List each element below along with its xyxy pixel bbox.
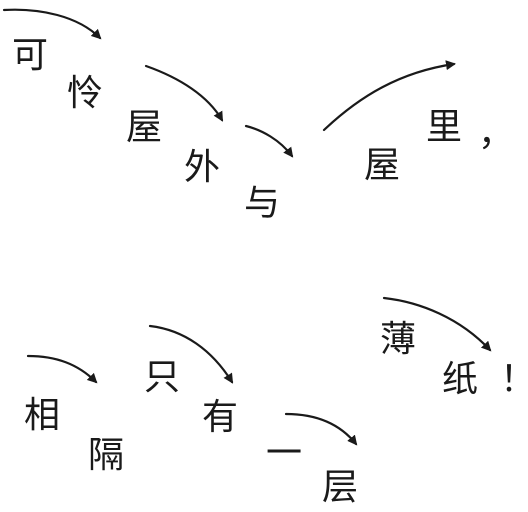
char-yu: 与: [244, 183, 281, 224]
char-ceng: 层: [322, 467, 359, 508]
arrow-6: [26, 354, 98, 384]
char-wai: 外: [184, 147, 221, 188]
char-comma: ，: [478, 113, 515, 154]
char-ge: 隔: [88, 435, 125, 476]
char-yi: 一: [266, 433, 303, 474]
char-exclaim: ！: [500, 362, 528, 398]
char-xiang: 相: [24, 395, 61, 436]
char-lian: 怜: [67, 73, 104, 114]
char-bao: 薄: [380, 319, 417, 360]
arrow-1: [2, 8, 102, 40]
arrow-7: [148, 324, 234, 384]
arrow-3: [244, 124, 294, 158]
arrow-4: [322, 60, 456, 132]
char-you: 有: [202, 397, 239, 438]
char-zhi-paper: 纸: [442, 359, 479, 400]
char-li: 里: [426, 107, 463, 148]
char-wu-1: 屋: [126, 107, 163, 148]
char-ke: 可: [12, 35, 49, 76]
char-zhi: 只: [144, 357, 181, 398]
char-wu-2: 屋: [364, 145, 401, 186]
arrow-2: [144, 64, 224, 122]
arrow-5: [382, 296, 492, 352]
arrow-8: [284, 412, 358, 446]
